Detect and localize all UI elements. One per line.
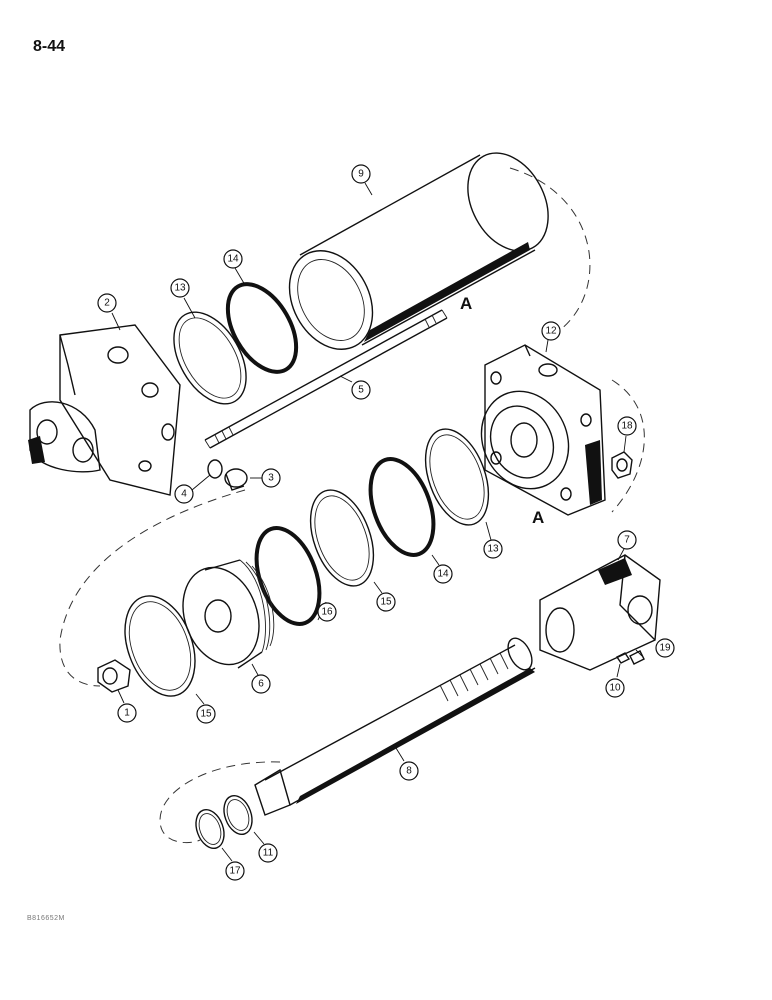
- svg-text:4: 4: [181, 489, 187, 500]
- grease-fitting: [629, 650, 645, 665]
- svg-text:16: 16: [321, 607, 333, 618]
- callout-15: 15: [376, 592, 396, 612]
- svg-text:5: 5: [358, 385, 364, 396]
- svg-text:3: 3: [268, 473, 274, 484]
- callout-16: 16: [317, 602, 337, 622]
- callout-14-lower: 14: [433, 564, 453, 584]
- callout-10: 10: [605, 678, 625, 698]
- svg-text:2: 2: [104, 298, 110, 309]
- svg-text:9: 9: [358, 169, 364, 180]
- plug: [224, 468, 248, 491]
- nut-18: [611, 451, 633, 479]
- callout-4: 4: [174, 484, 194, 504]
- figure-code: B816652M: [27, 915, 65, 922]
- leader-lines: [111, 182, 643, 862]
- callout-2: 2: [97, 293, 117, 313]
- base-end-cap: [28, 324, 181, 496]
- callout-1: 1: [117, 703, 137, 723]
- svg-text:6: 6: [258, 679, 264, 690]
- callout-13: 13: [170, 278, 190, 298]
- callout-14: 14: [223, 249, 243, 269]
- piston: [182, 559, 275, 669]
- rod-ring-17: [195, 808, 225, 850]
- callout-15-lower: 15: [196, 704, 216, 724]
- cylinder-barrel: [288, 152, 549, 350]
- rod-ring-11: [223, 794, 253, 836]
- piston-rod: [254, 637, 536, 816]
- dashed-group-line-rod: [159, 761, 281, 844]
- backup-ring-15-lower: [124, 595, 196, 697]
- callout-3: 3: [261, 468, 281, 488]
- svg-text:12: 12: [545, 326, 557, 337]
- svg-text:13: 13: [174, 283, 186, 294]
- rod-clevis: [539, 554, 661, 671]
- svg-text:10: 10: [609, 683, 621, 694]
- svg-text:18: 18: [621, 421, 633, 432]
- tie-rod: [204, 309, 448, 449]
- svg-text:15: 15: [380, 597, 392, 608]
- o-ring-small: [207, 459, 223, 479]
- page-number: 8-44: [33, 38, 66, 55]
- svg-text:8: 8: [406, 766, 412, 777]
- callout-13-lower: 13: [483, 539, 503, 559]
- callout-6: 6: [251, 674, 271, 694]
- dashed-group-line-cylinder: [509, 167, 591, 331]
- reference-mark-a-lower: A: [532, 508, 544, 527]
- nut-1: [97, 659, 131, 693]
- callout-18: 18: [617, 416, 637, 436]
- svg-text:15: 15: [200, 709, 212, 720]
- backup-ring-upper: [173, 311, 247, 405]
- callout-9: 9: [351, 164, 371, 184]
- callout-12: 12: [541, 321, 561, 341]
- callout-19: 19: [655, 638, 675, 658]
- cylinder-head: [480, 344, 606, 516]
- svg-text:11: 11: [263, 848, 274, 859]
- svg-text:17: 17: [229, 866, 241, 877]
- callout-17: 17: [225, 861, 245, 881]
- dashed-group-line-head: [611, 379, 645, 513]
- callout-8: 8: [399, 761, 419, 781]
- svg-text:13: 13: [487, 544, 499, 555]
- o-ring-middle: [368, 457, 436, 557]
- callout-11: 11: [258, 843, 278, 863]
- callout-5: 5: [351, 380, 371, 400]
- svg-text:7: 7: [624, 535, 630, 546]
- reference-mark-a-upper: A: [460, 294, 472, 313]
- svg-text:14: 14: [437, 569, 449, 580]
- set-screw: [615, 652, 631, 664]
- svg-text:14: 14: [227, 254, 239, 265]
- backup-ring-15-middle: [309, 489, 375, 587]
- svg-text:19: 19: [659, 643, 671, 654]
- dashed-group-line-piston: [59, 489, 246, 687]
- o-ring-upper: [225, 282, 299, 374]
- svg-text:1: 1: [124, 708, 130, 719]
- callout-7: 7: [617, 530, 637, 550]
- backup-ring-middle: [424, 428, 490, 526]
